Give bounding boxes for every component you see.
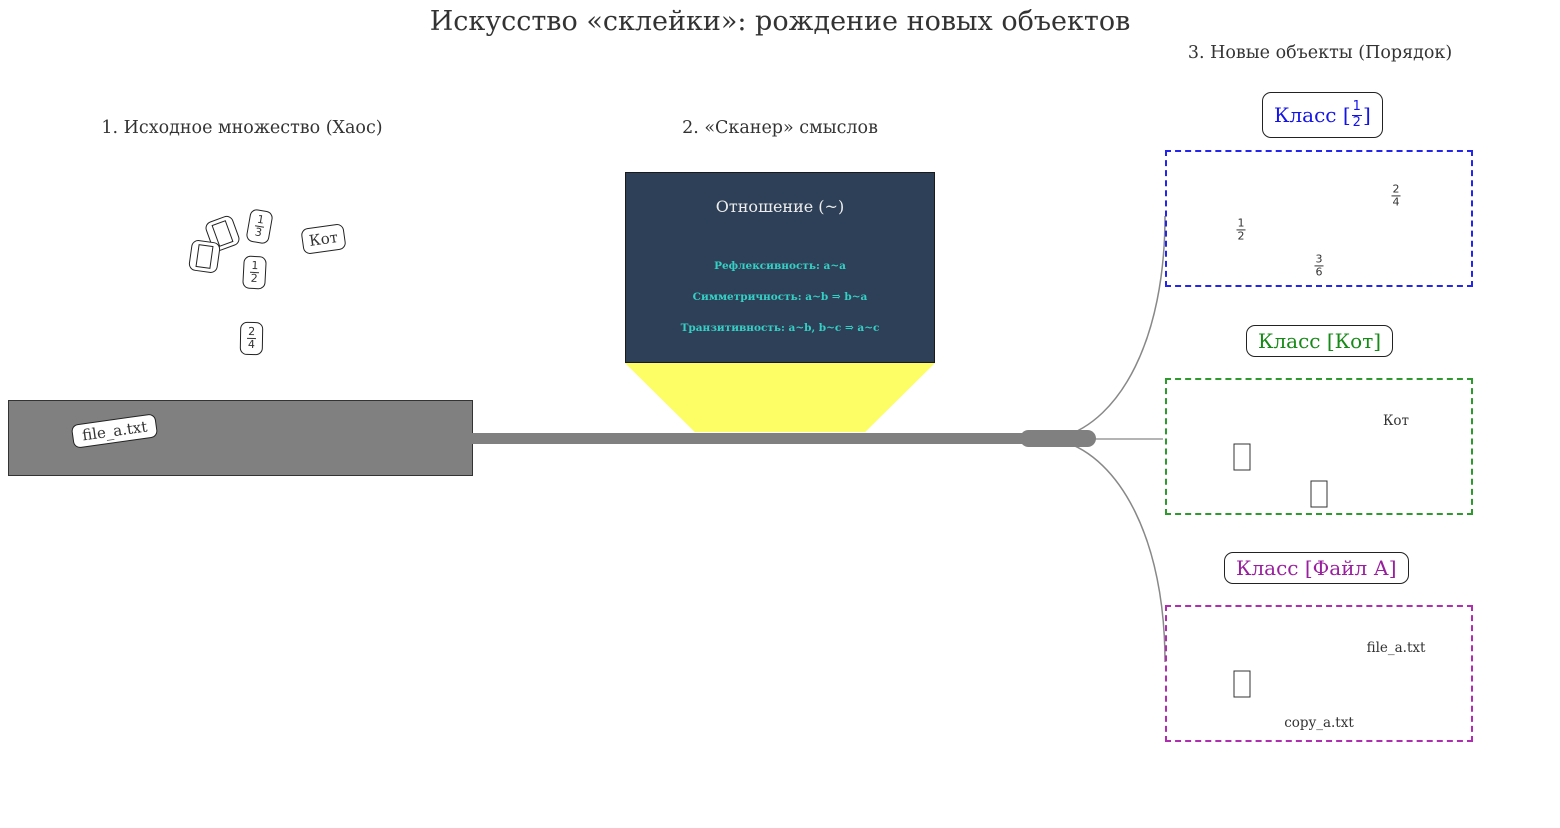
fraction-class-box [1165,150,1473,287]
file-class-box [1165,605,1473,742]
relation-scanner-box: Отношение (~) Рефлексивность: a~a Симмет… [625,172,935,363]
cat-word-label: Кот [307,228,340,250]
fraction-2-4: 2 4 [246,324,257,352]
conveyor-belt-line [472,433,1064,444]
member-fraction-3-6: 3 6 [1314,252,1324,279]
scanner-light-beam [625,363,935,432]
conveyor-belt-end-cap [1020,430,1096,447]
connector-to-file-class [1061,440,1166,663]
fraction-1-2: 1 2 [1351,99,1362,130]
member-fraction-1-2: 1 2 [1236,216,1246,243]
order-section-heading: 3. Новые объекты (Порядок) [1187,43,1453,63]
symmetry-property: Симметричность: a~b ⇒ b~a [692,291,868,303]
chaos-card-fraction-2-4: 2 4 [239,321,264,356]
chaos-card-cat-word: Кот [300,223,347,255]
chaos-card-fraction-1-2: 1 2 [242,255,267,290]
member-cat-word: Кот [1382,413,1410,429]
scanner-section-heading: 2. «Сканер» смыслов [682,118,878,138]
missing-cat-emoji-icon [1310,480,1328,508]
member-copy-a: copy_a.txt [1284,715,1354,731]
member-file-a: file_a.txt [1366,640,1426,656]
chaos-card-cat-emoji-2 [187,239,222,274]
reflexivity-property: Рефлексивность: a~a [714,260,846,272]
cat-class-box [1165,378,1473,515]
fraction-1-3: 1 3 [252,212,266,240]
transitivity-property: Транзитивность: a~b, b~c ⇒ a~c [680,322,880,334]
missing-file-emoji-icon [1233,670,1251,698]
chaos-card-fraction-1-3: 1 3 [245,208,274,245]
connector-to-fraction-class [1061,215,1166,438]
class-label-file: Класс [Файл А] [1224,552,1409,584]
class-label-fraction: Класс [ 1 2 ] [1262,92,1383,138]
page-title: Искусство «склейки»: рождение новых объе… [429,6,1131,37]
missing-cat-emoji-icon [1233,443,1251,471]
class-label-cat: Класс [Кот] [1246,325,1394,357]
chaos-section-heading: 1. Исходное множество (Хаос) [101,118,383,138]
relation-title: Отношение (~) [715,197,845,216]
missing-cat-emoji-icon [195,244,214,269]
member-fraction-2-4: 2 4 [1391,182,1401,209]
fraction-1-2: 1 2 [249,258,260,286]
